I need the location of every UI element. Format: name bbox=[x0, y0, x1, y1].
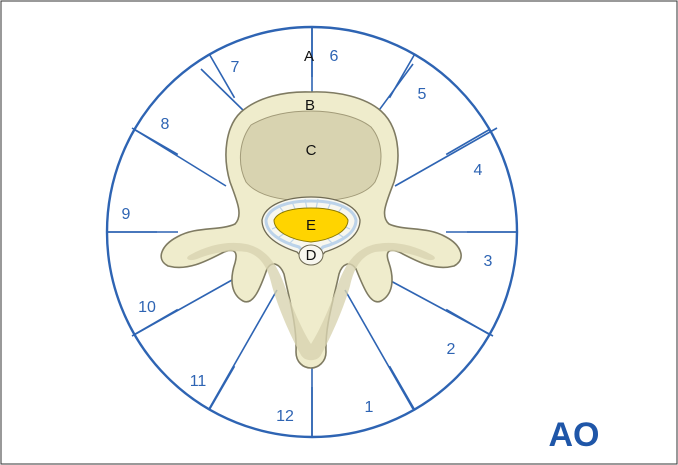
sector-label-3: 3 bbox=[484, 253, 493, 270]
sector-label-4: 4 bbox=[474, 162, 483, 179]
label-d: D bbox=[306, 247, 317, 264]
label-a: A bbox=[304, 48, 314, 65]
sector-label-11: 11 bbox=[190, 373, 207, 390]
sector-label-10: 10 bbox=[138, 299, 156, 316]
sector-label-9: 9 bbox=[122, 206, 131, 223]
ao-logo: AO bbox=[549, 416, 600, 454]
sector-label-6: 6 bbox=[330, 48, 339, 65]
label-c: C bbox=[306, 142, 317, 159]
label-b: B bbox=[305, 97, 315, 114]
sector-label-12: 12 bbox=[276, 408, 294, 425]
sector-label-1: 1 bbox=[365, 399, 374, 416]
sector-label-2: 2 bbox=[447, 341, 456, 358]
sector-label-7: 7 bbox=[231, 59, 240, 76]
sector-label-8: 8 bbox=[161, 116, 170, 133]
sector-label-5: 5 bbox=[418, 86, 427, 103]
label-e: E bbox=[306, 217, 316, 234]
